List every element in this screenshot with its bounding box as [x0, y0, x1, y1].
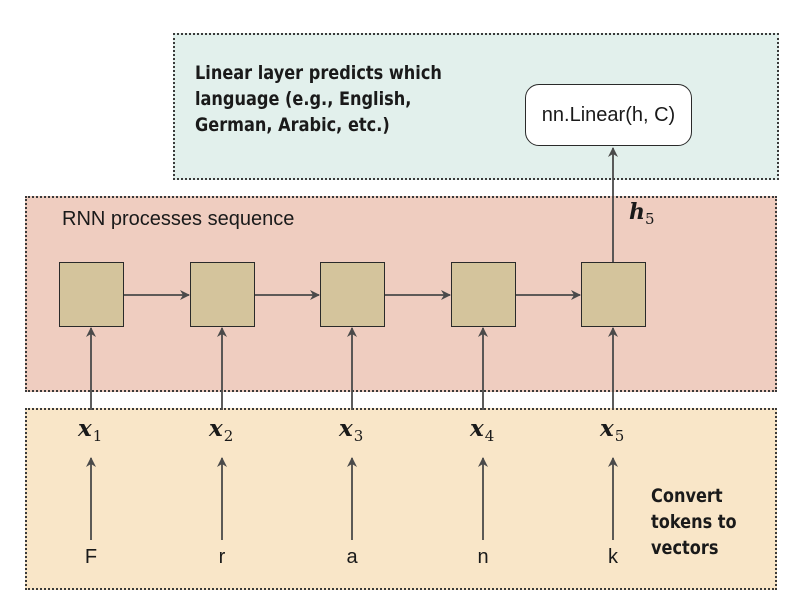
- hidden-index: 5: [645, 210, 655, 228]
- hidden-symbol: h: [629, 199, 645, 225]
- vector-index: 5: [614, 427, 625, 445]
- vector-index: 1: [92, 427, 103, 445]
- vector-symbol: x: [339, 415, 353, 442]
- vector-symbol: x: [600, 415, 614, 442]
- vector-index: 3: [353, 427, 364, 445]
- vector-label-4: x4: [470, 415, 495, 445]
- vector-symbol: x: [470, 415, 484, 442]
- token-2: r: [218, 546, 226, 568]
- convert-caption: Convert tokens to vectors: [651, 485, 737, 559]
- vector-label-3: x3: [339, 415, 364, 445]
- token-4: n: [477, 546, 489, 568]
- rnn-cell-3: [320, 262, 385, 327]
- hidden-state-label: h5: [629, 199, 655, 228]
- vector-index: 4: [484, 427, 495, 445]
- token-vector-region: [25, 408, 777, 590]
- rnn-cell-1: [59, 262, 124, 327]
- rnn-cell-5: [581, 262, 646, 327]
- rnn-caption: RNN processes sequence: [62, 208, 295, 230]
- token-5: k: [608, 546, 618, 568]
- rnn-cell-2: [190, 262, 255, 327]
- vector-symbol: x: [209, 415, 223, 442]
- rnn-cell-4: [451, 262, 516, 327]
- token-3: a: [346, 546, 358, 568]
- vector-label-1: x1: [78, 415, 103, 445]
- vector-label-2: x2: [209, 415, 234, 445]
- linear-box: nn.Linear(h, C): [525, 84, 692, 146]
- token-1: F: [84, 546, 98, 568]
- vector-symbol: x: [78, 415, 92, 442]
- vector-index: 2: [223, 427, 234, 445]
- linear-layer-caption: Linear layer predicts which language (e.…: [195, 62, 442, 136]
- rnn-region: [25, 196, 777, 392]
- vector-label-5: x5: [600, 415, 625, 445]
